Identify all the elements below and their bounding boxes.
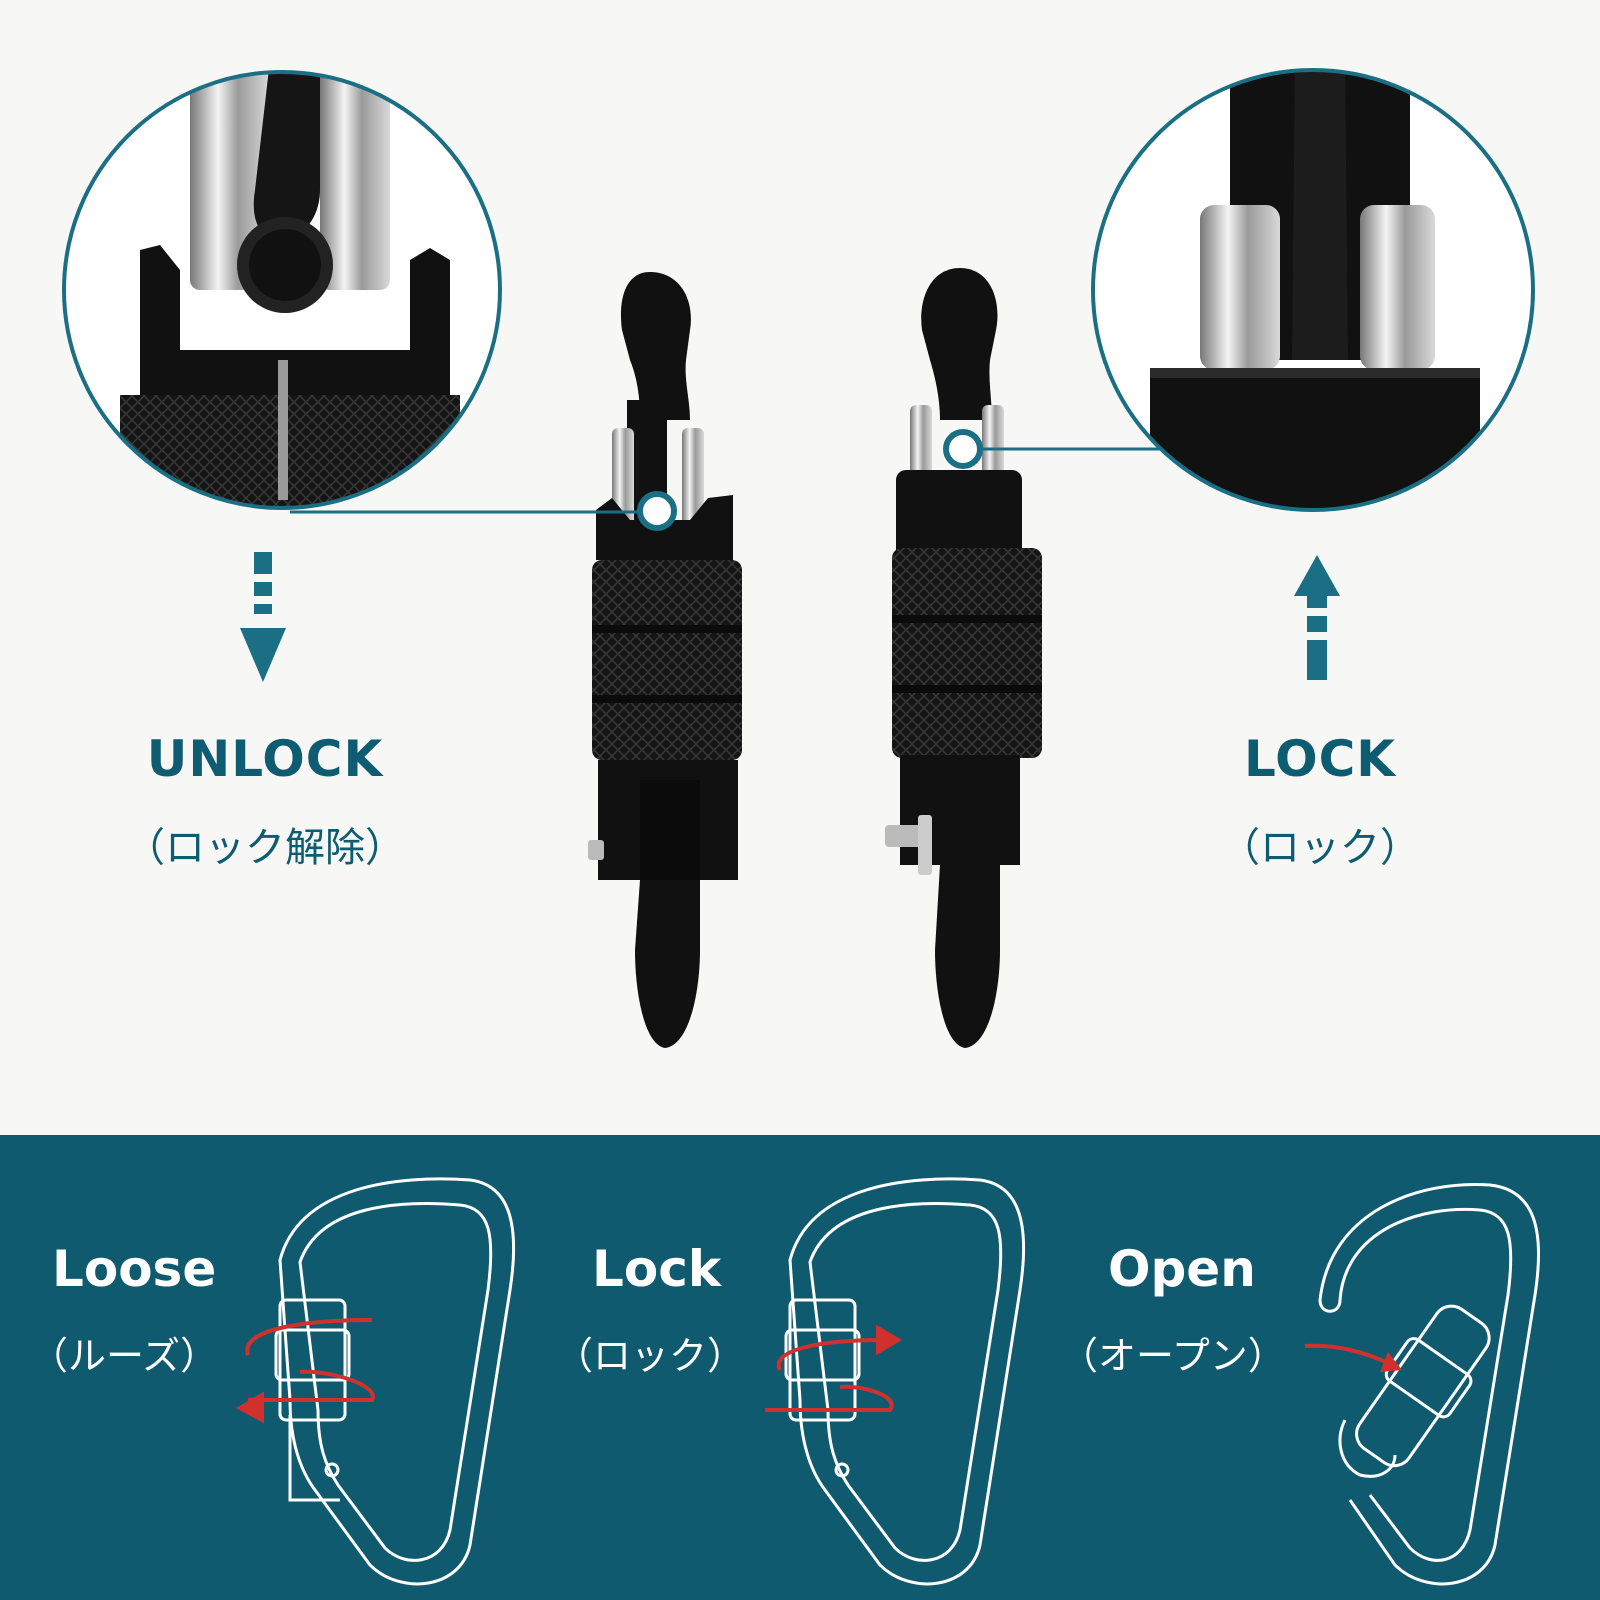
unlock-down-arrow-icon: [240, 552, 286, 682]
open-carabiner-icon: [1318, 1182, 1541, 1586]
loose-rotate-arrows-icon: [235, 1318, 375, 1424]
unlock-title: UNLOCK: [146, 730, 384, 788]
open-arrow-icon: [1304, 1343, 1402, 1372]
usage-band: [0, 1135, 1600, 1600]
lock-carabiner-icon: [784, 1177, 1026, 1586]
lock-detail-zoom: [1091, 68, 1535, 512]
open-subtitle: （オープン）: [1060, 1334, 1286, 1378]
carabiner-locked: [885, 268, 1042, 1048]
lock-up-arrow-icon: [1294, 555, 1340, 680]
lock-title: LOCK: [1243, 730, 1397, 788]
lock-rotate-arrows-icon: [765, 1324, 902, 1412]
loose-subtitle: （ルーズ）: [30, 1334, 219, 1378]
unlock-detail-zoom: [62, 70, 502, 510]
unlock-callout-line: [290, 491, 677, 531]
loose-title: Loose: [52, 1240, 217, 1298]
carabiner-unlocked: [588, 272, 742, 1048]
loose-carabiner-icon: [274, 1177, 516, 1586]
unlock-subtitle: （ロック解除）: [125, 825, 405, 871]
lock-mode-title: Lock: [592, 1240, 722, 1298]
open-title: Open: [1108, 1240, 1256, 1298]
lock-mode-subtitle: （ロック）: [555, 1334, 746, 1378]
top-illustration: [62, 68, 1535, 1048]
lock-callout-line: [943, 429, 1160, 469]
lock-subtitle: （ロック）: [1220, 825, 1420, 871]
